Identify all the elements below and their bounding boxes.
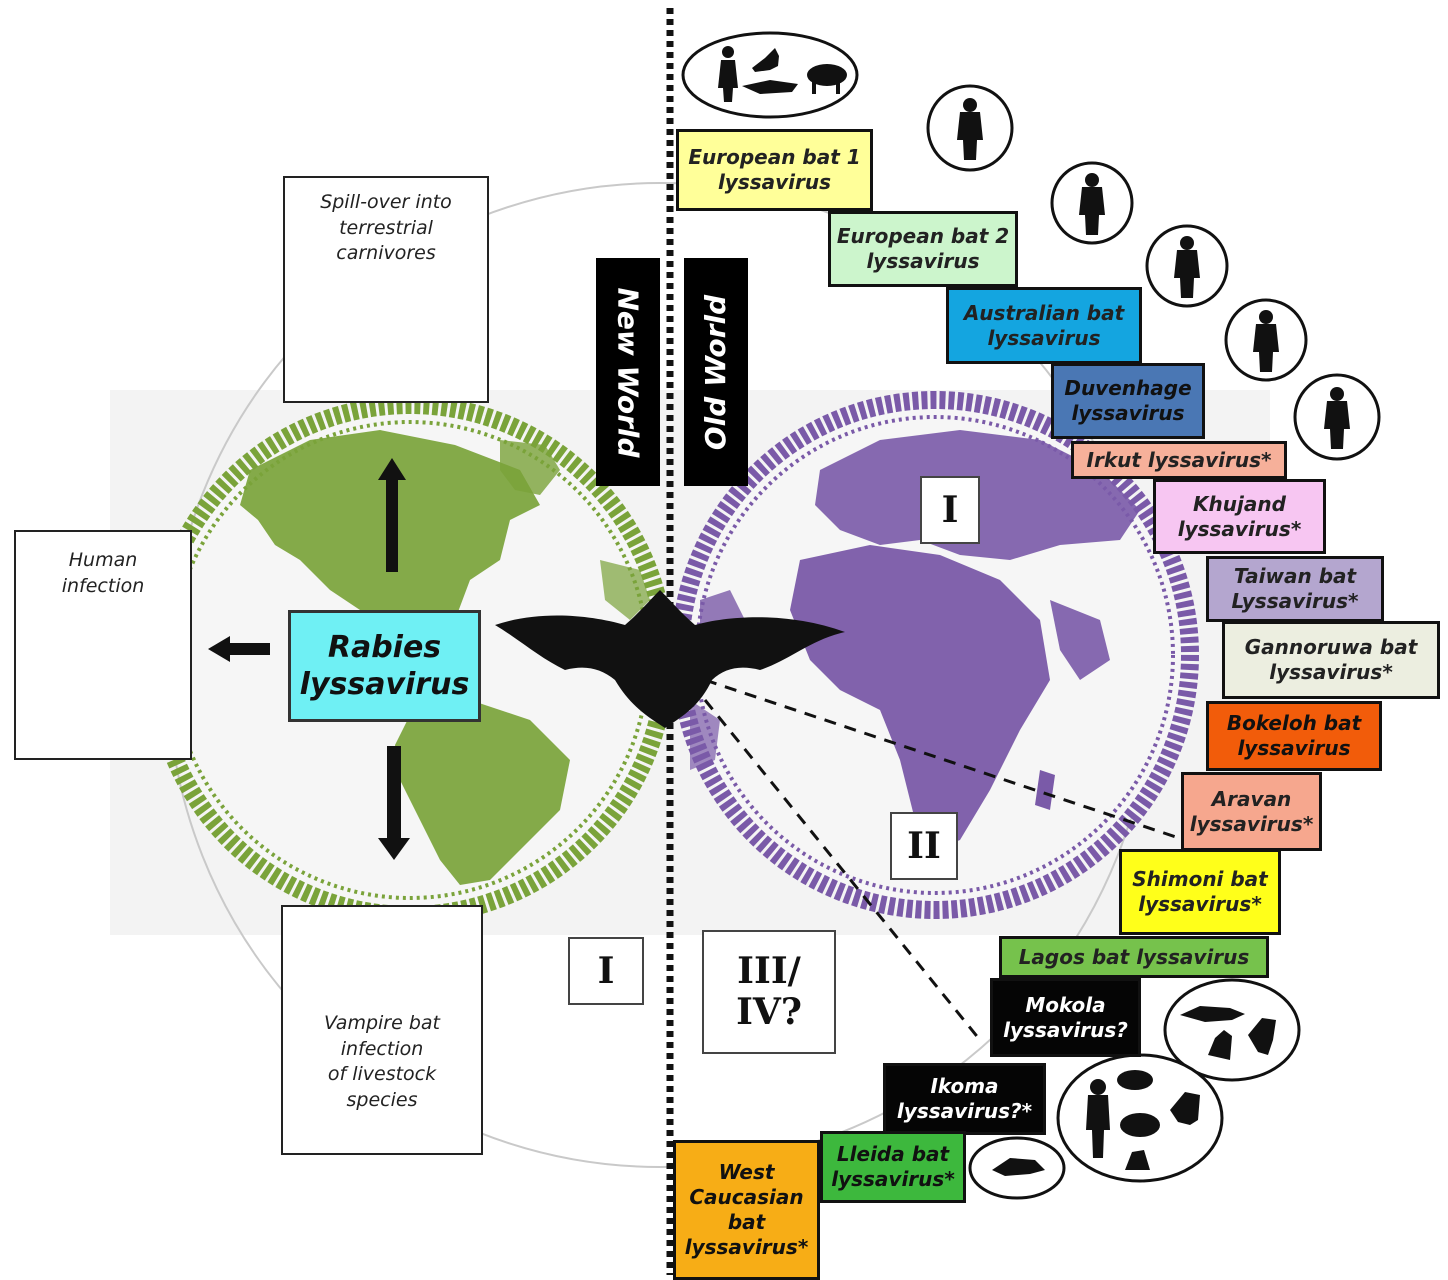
lyssavirus-label-4-line-1: Duvenhage bbox=[1064, 376, 1192, 400]
lyssavirus-label-9-line-1: Bokeloh bat bbox=[1226, 711, 1362, 735]
lyssavirus-label-10-line-1: Aravan bbox=[1211, 786, 1292, 811]
lyssavirus-label-13-line-2: lyssavirus? bbox=[1003, 1017, 1128, 1042]
human-circle-icon-1 bbox=[926, 84, 1014, 172]
lyssavirus-label-16-line-4: lyssavirus* bbox=[684, 1235, 809, 1259]
lyssavirus-label-11-line-1: Shimoni bat bbox=[1132, 867, 1268, 891]
lyssavirus-label-9-line-2: lyssavirus bbox=[1237, 736, 1351, 760]
lyssavirus-label-10-line-2: lyssavirus* bbox=[1189, 811, 1314, 836]
human-line-2: infection bbox=[61, 574, 145, 597]
human-circle-icons bbox=[926, 84, 1381, 461]
vampire-bat-box: Vampire bat infection of livestock speci… bbox=[281, 905, 483, 1155]
human-line-1: Human bbox=[68, 549, 138, 571]
lyssavirus-label-15-line-1: Lleida bat bbox=[836, 1142, 950, 1166]
spillover-line-1: Spill-over into bbox=[320, 191, 452, 213]
arrow-up bbox=[378, 458, 406, 572]
vampire-line-1: Vampire bat bbox=[324, 1012, 440, 1034]
arrow-down bbox=[378, 746, 410, 860]
lyssavirus-label-14-line-2: lyssavirus?* bbox=[896, 1099, 1033, 1123]
lyssavirus-label-15-line-2: lyssavirus* bbox=[831, 1167, 955, 1191]
new-world-label: New World bbox=[596, 258, 660, 486]
lyssavirus-label-11-line-2: lyssavirus* bbox=[1138, 892, 1262, 916]
lyssavirus-label-3-line-1: Australian bat bbox=[963, 300, 1125, 325]
lyssavirus-label-13-line-1: Mokola bbox=[1025, 992, 1106, 1017]
lyssavirus-box-12: Lagos bat lyssavirus bbox=[999, 936, 1269, 978]
lyssavirus-label-16-line-3: bat bbox=[727, 1210, 766, 1234]
lyssavirus-label-7-line-1: Taiwan bat bbox=[1233, 564, 1357, 588]
lyssavirus-box-5: Irkut lyssavirus* bbox=[1071, 441, 1287, 479]
vampire-line-4: species bbox=[346, 1088, 418, 1111]
lyssavirus-label-5-line-1: Irkut lyssavirus* bbox=[1086, 447, 1272, 472]
dashed-line-mokola bbox=[703, 699, 982, 1041]
lyssavirus-label-3-line-2: lyssavirus bbox=[987, 325, 1101, 350]
dashed-line-aravan bbox=[704, 678, 1186, 842]
lyssavirus-label-16-line-1: West bbox=[718, 1160, 775, 1184]
vampire-line-3: of livestock bbox=[327, 1063, 437, 1086]
lyssavirus-label-6-line-1: Khujand bbox=[1193, 491, 1286, 516]
phylogroup-III-IV: III/ IV? bbox=[702, 930, 836, 1054]
lyssavirus-label-2-line-2: lyssavirus bbox=[866, 249, 980, 273]
animal-group-oval-mokola bbox=[1163, 978, 1301, 1082]
old-world-text: Old World bbox=[699, 294, 733, 450]
spillover-box: Spill-over into terrestrial carnivores bbox=[283, 176, 489, 403]
human-circle-icon-3 bbox=[1145, 224, 1229, 308]
animal-group-oval-ikoma bbox=[1056, 1053, 1224, 1183]
old-world-label: Old World bbox=[684, 258, 748, 486]
phylogroup-IV-line: IV? bbox=[736, 991, 802, 1033]
new-world-text: New World bbox=[611, 286, 645, 458]
lyssavirus-label-1-line-2: lyssavirus bbox=[717, 170, 832, 194]
rabies-lyssavirus-box: Rabies lyssavirus bbox=[288, 610, 481, 722]
lyssavirus-label-8-line-2: lyssavirus* bbox=[1269, 660, 1393, 684]
lyssavirus-label-14-line-1: Ikoma bbox=[930, 1074, 999, 1098]
lyssavirus-label-6-line-2: lyssavirus* bbox=[1177, 516, 1302, 541]
animal-group-oval-lleida bbox=[968, 1136, 1066, 1200]
human-circle-icon-2 bbox=[1050, 161, 1134, 245]
lyssavirus-label-4-line-2: lyssavirus bbox=[1071, 401, 1185, 425]
lyssavirus-label-1-line-1: European bat 1 bbox=[688, 145, 861, 169]
spillover-line-2: terrestrial bbox=[339, 216, 433, 239]
vampire-line-2: infection bbox=[340, 1037, 424, 1060]
human-circle-icon-5 bbox=[1293, 373, 1381, 461]
arrow-left bbox=[208, 636, 270, 662]
lyssavirus-label-7-line-2: Lyssavirus* bbox=[1231, 589, 1359, 613]
lyssavirus-label-16-line-2: Caucasian bbox=[689, 1185, 804, 1209]
phylogroup-I-new: I bbox=[568, 937, 644, 1005]
rabies-line-2: lyssavirus bbox=[299, 667, 470, 702]
animal-group-oval-top bbox=[681, 31, 859, 119]
spillover-line-3: carnivores bbox=[336, 242, 436, 265]
human-infection-box: Human infection bbox=[14, 530, 192, 760]
phylogroup-III-line: III/ bbox=[737, 949, 801, 992]
human-circle-icon-4 bbox=[1224, 298, 1308, 382]
rabies-line-1: Rabies bbox=[327, 629, 442, 665]
phylogroup-I-old: I bbox=[920, 476, 980, 544]
lyssavirus-label-8-line-1: Gannoruwa bat bbox=[1244, 635, 1418, 659]
phylogroup-II: II bbox=[890, 812, 958, 880]
lyssavirus-label-2-line-1: European bat 2 bbox=[836, 224, 1010, 248]
lyssavirus-label-12-line-1: Lagos bat lyssavirus bbox=[1018, 944, 1250, 969]
